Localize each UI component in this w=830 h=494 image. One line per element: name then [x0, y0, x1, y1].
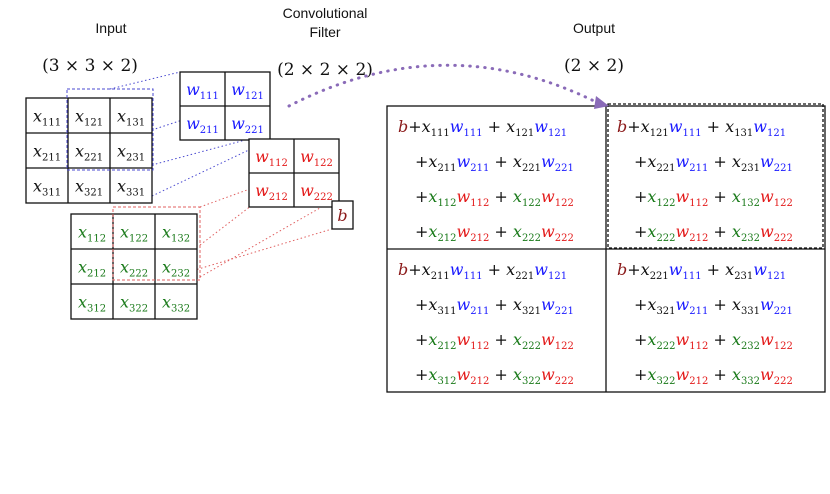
output-formula-line: +x212​w112​ + x222​w122​ — [415, 330, 574, 352]
input-ch1-cell: x221 — [75, 142, 103, 164]
output-formula-line: +x112​w112​ + x122​w122​ — [415, 187, 574, 209]
filter-dims: (2 × 2 × 2) — [277, 60, 373, 80]
input-ch2-cell: x132 — [162, 223, 190, 245]
input-ch2-cell: x222 — [120, 258, 148, 280]
guide-line — [109, 71, 181, 90]
receptive-field-windows — [66, 88, 201, 281]
filter-ch1-cell: w211 — [186, 114, 219, 136]
output-title: Output — [573, 20, 615, 36]
arrow-path — [287, 63, 600, 108]
input-channel-2-grid: x112 x122 x132 x212 x222 x232 x312 x322 x332 — [70, 213, 198, 320]
input-window-channel-1 — [66, 88, 154, 171]
output-formula-line: b+x111​w111​ + x121​w121​ — [398, 117, 567, 139]
input-ch2-cell: x212 — [78, 258, 106, 280]
output-formula-line: +x322​w212​ + x332​w222​ — [634, 365, 793, 387]
input-channel-1-grid: x111 x121 x131 x211 x221 x231 x311 x321 x331 — [25, 97, 153, 204]
input-ch1-cell: x231 — [117, 142, 145, 164]
output-highlight — [607, 103, 824, 249]
filter-channel-1-grid: w111 w121 w211 w221 — [179, 71, 271, 141]
input-ch2-cell: x322 — [120, 293, 148, 315]
output-formula-line: +x312​w212​ + x322​w222​ — [415, 365, 574, 387]
filter-ch2-cell: w212 — [255, 181, 288, 203]
filter-ch1-cell: w111 — [186, 80, 219, 102]
output-formula-line: b+x121​w111​ + x131​w121​ — [617, 117, 786, 139]
input-ch2-cell: x112 — [78, 223, 106, 245]
filter-ch2-cell: w222 — [300, 181, 333, 203]
output-formula-line: +x222​w212​ + x232​w222​ — [634, 222, 793, 244]
output-formula-line: +x221​w211​ + x231​w221​ — [634, 152, 793, 174]
input-ch1-cell: x131 — [117, 107, 145, 129]
input-ch2-cell: x312 — [78, 293, 106, 315]
input-ch1-cell: x121 — [75, 107, 103, 129]
input-ch1-cell: x321 — [75, 177, 103, 199]
input-ch2-cell: x332 — [162, 293, 190, 315]
input-ch1-cell: x331 — [117, 177, 145, 199]
output-formula-line: b+x211​w111​ + x221​w121​ — [398, 260, 567, 282]
guide-line — [199, 172, 295, 208]
bias-symbol: b — [337, 206, 347, 225]
input-ch1-cell: x311 — [33, 177, 61, 199]
guide-line — [154, 228, 333, 283]
output-formula-line: +x212​w212​ + x222​w222​ — [415, 222, 574, 244]
input-ch1-frame — [25, 97, 153, 204]
output-formula-line: b+x221​w111​ + x231​w121​ — [617, 260, 786, 282]
input-ch2-cell: x122 — [120, 223, 148, 245]
input-ch2-cell: x232 — [162, 258, 190, 280]
output-formula-line: +x321​w211​ + x331​w221​ — [634, 295, 793, 317]
input-dims: (3 × 3 × 2) — [42, 56, 138, 76]
input-ch2-frame — [70, 213, 198, 320]
input-ch1-cell: x111 — [33, 107, 61, 129]
filter-ch1-cell: w221 — [231, 114, 264, 136]
bias-box: b — [331, 200, 354, 230]
filter-title-line1: Convolutional — [283, 5, 368, 21]
bias-box-frame — [331, 200, 354, 230]
input-ch1-cell: x211 — [33, 142, 61, 164]
output-grid: b+x111​w111​ + x121​w121​ +x211​w211​ + x… — [386, 103, 826, 393]
output-dims: (2 × 2) — [564, 56, 624, 76]
filter-ch2-cell: w122 — [300, 147, 333, 169]
filter-channel-2-grid: w112 w122 w212 w222 — [248, 138, 340, 208]
output-formula-line: +x211​w211​ + x221​w221​ — [415, 152, 574, 174]
filter-ch2-cell: w112 — [255, 147, 288, 169]
output-formula-line: +x122​w112​ + x132​w122​ — [634, 187, 793, 209]
filter-title-line2: Filter — [309, 24, 340, 40]
output-formula-line: +x311​w211​ + x321​w221​ — [415, 295, 574, 317]
output-formula-line: +x222​w112​ + x232​w122​ — [634, 330, 793, 352]
guide-line — [199, 200, 333, 278]
guide-line — [151, 138, 250, 166]
filter-ch1-cell: w121 — [231, 80, 264, 102]
arrow-head — [594, 96, 609, 109]
input-title: Input — [95, 20, 126, 36]
output-arrow — [287, 63, 609, 109]
